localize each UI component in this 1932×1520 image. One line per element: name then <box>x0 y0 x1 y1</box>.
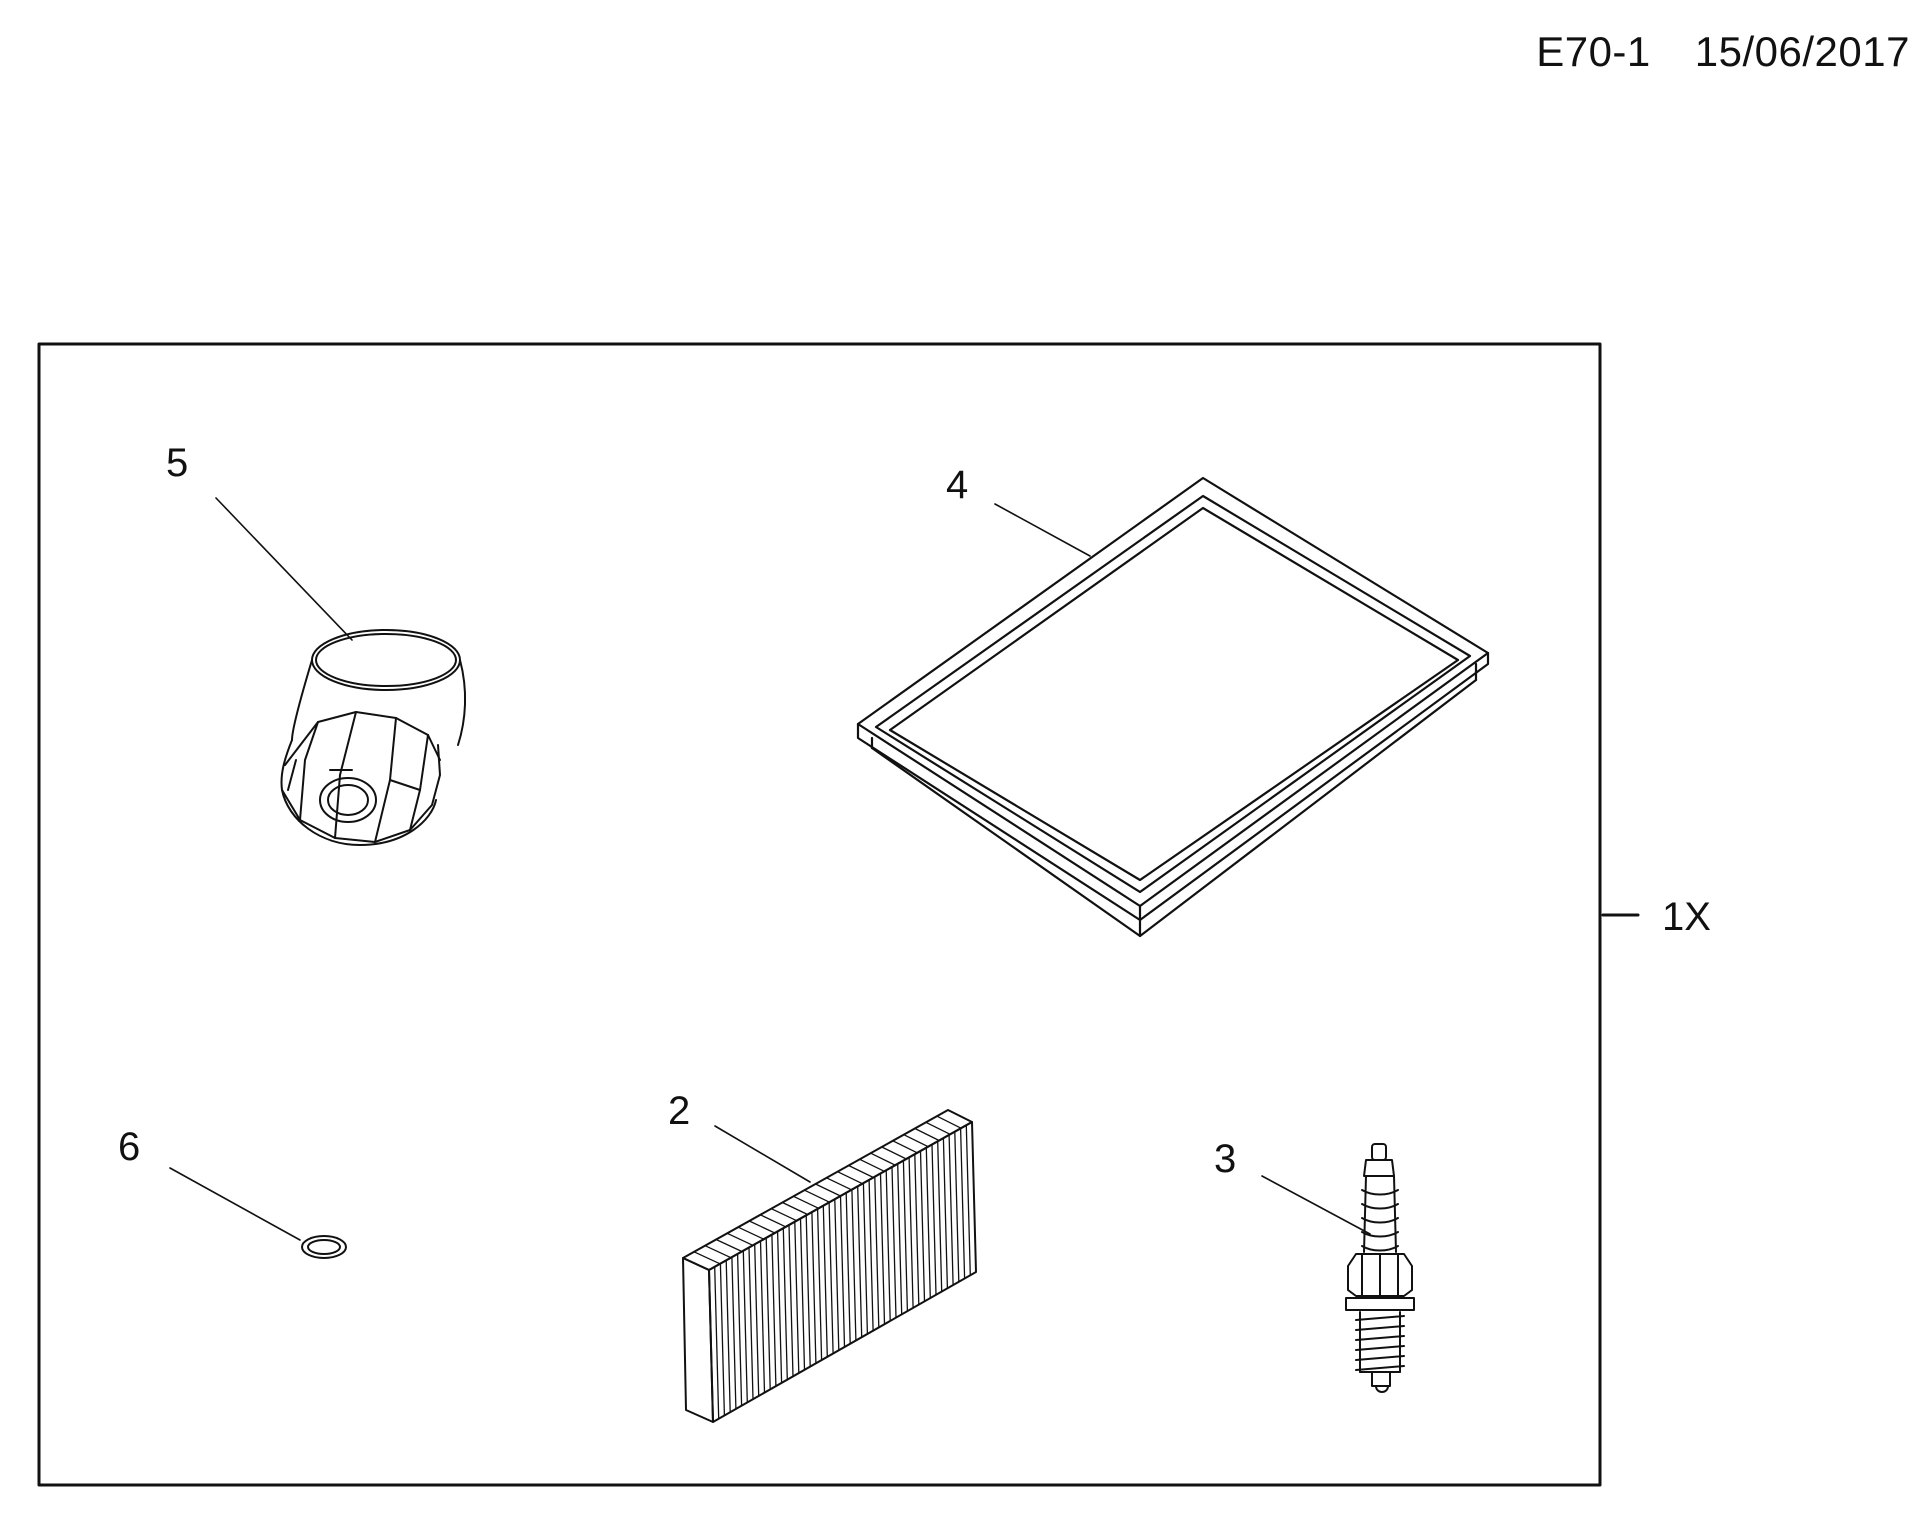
filter-pleat-top <box>936 1115 962 1129</box>
filter-pleat-top <box>836 1171 864 1185</box>
filter-pleat <box>879 1172 886 1325</box>
filter-pleat <box>725 1259 731 1413</box>
filter-pleat <box>839 1195 846 1348</box>
filter-pleat <box>857 1185 863 1338</box>
filter-pleat <box>748 1246 754 1400</box>
filter-pleat <box>914 1153 920 1306</box>
seal-ring: 6 <box>118 1125 347 1259</box>
filter-pleat-top <box>693 1251 721 1265</box>
filter-pleat <box>799 1217 806 1371</box>
filter-pleat-top <box>903 1134 929 1148</box>
filter-pleat <box>902 1159 909 1312</box>
filter-pleat <box>719 1262 726 1417</box>
filter-pleat <box>736 1253 743 1407</box>
filter-pleat <box>919 1150 926 1302</box>
filter-pleat <box>731 1256 737 1410</box>
filter-pleat <box>771 1233 777 1387</box>
filter-pleat-top <box>814 1183 842 1197</box>
filter-pleat <box>862 1182 869 1335</box>
filter-pleat-top <box>770 1208 798 1222</box>
filter-pleat-top <box>737 1226 765 1240</box>
filter-pleat-top <box>704 1245 732 1259</box>
filter-pleat-top <box>792 1195 820 1209</box>
filter-pleat <box>805 1214 811 1368</box>
filter-pleat <box>822 1205 828 1358</box>
filter-pleat <box>754 1243 760 1397</box>
filter-pleat <box>834 1198 840 1351</box>
callout-seal-ring: 6 <box>118 1125 140 1169</box>
callout-air-filter: 4 <box>946 463 968 507</box>
filter-pleat <box>816 1208 823 1361</box>
filter-pleat <box>868 1179 874 1332</box>
filter-pleat <box>742 1250 748 1404</box>
filter-pleat <box>908 1156 914 1309</box>
filter-pleat-top <box>847 1164 875 1179</box>
callout-spark-plug: 3 <box>1214 1137 1236 1181</box>
filter-pleat <box>965 1124 971 1276</box>
filter-pleat-top <box>892 1140 918 1154</box>
filter-pleat <box>794 1221 800 1374</box>
callout-oil-filter: 5 <box>166 441 188 485</box>
filter-pleat <box>897 1163 903 1316</box>
cabin-filter: 2 <box>668 1089 977 1423</box>
filter-pleat-top <box>759 1214 787 1228</box>
filter-pleat <box>891 1166 897 1319</box>
filter-pleat <box>782 1227 788 1381</box>
filter-pleat <box>959 1127 966 1280</box>
filter-pleat <box>714 1266 720 1420</box>
drawing-date: 15/06/2017 <box>1694 28 1910 75</box>
filter-pleat <box>925 1147 931 1299</box>
kit-frame <box>37 342 1602 1487</box>
filter-pleat-top <box>715 1238 743 1253</box>
filter-pleat-top <box>925 1121 951 1135</box>
filter-pleat <box>885 1169 891 1322</box>
filter-pleat <box>765 1237 771 1391</box>
filter-pleat <box>811 1211 817 1364</box>
filter-pleat-top <box>803 1189 831 1203</box>
drawing-header: E70-1 15/06/2017 <box>1536 28 1910 76</box>
filter-pleat-top <box>726 1232 754 1246</box>
filter-pleat <box>828 1201 834 1355</box>
filter-pleat <box>942 1137 949 1289</box>
oil-filter: 5 <box>166 441 467 846</box>
filter-pleat-top <box>881 1146 907 1160</box>
filter-pleat <box>954 1131 960 1283</box>
filter-pleat <box>874 1176 880 1329</box>
callout-cabin-filter: 2 <box>668 1089 690 1133</box>
filter-pleat <box>937 1140 943 1293</box>
filter-pleat-top <box>825 1177 853 1191</box>
spark-plug: 3 <box>1214 1137 1415 1393</box>
drawing-code: E70-1 <box>1536 28 1651 75</box>
filter-pleat <box>776 1230 783 1384</box>
filter-pleat <box>851 1188 857 1342</box>
kit-quantity-label: 1X <box>1662 895 1711 939</box>
air-filter: 4 <box>856 463 1490 938</box>
filter-pleat-top <box>748 1220 776 1234</box>
filter-pleat <box>759 1240 766 1394</box>
filter-pleat-top <box>870 1152 896 1166</box>
filter-pleat <box>788 1224 794 1377</box>
filter-pleat <box>931 1143 937 1296</box>
filter-pleat-top <box>781 1201 809 1216</box>
filter-pleat-top <box>914 1127 940 1142</box>
filter-pleat <box>948 1134 954 1286</box>
filter-pleat-top <box>859 1158 885 1172</box>
filter-pleat <box>845 1192 851 1345</box>
